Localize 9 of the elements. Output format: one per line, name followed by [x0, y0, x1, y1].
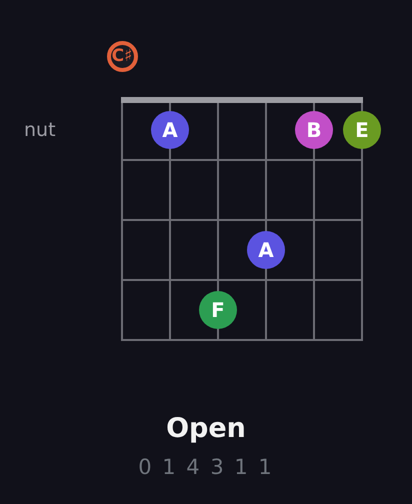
- root-note-ring: C♯: [106, 40, 138, 72]
- note-dot: A: [151, 111, 189, 149]
- note-dot: F: [199, 291, 237, 329]
- fingering-numbers: 0 1 4 3 1 1: [138, 455, 274, 479]
- note-dot: B: [295, 111, 333, 149]
- note-dot: A: [247, 231, 285, 269]
- note-dot: E: [343, 111, 381, 149]
- chord-name: Open: [166, 413, 246, 444]
- nut-label: nut: [24, 119, 56, 141]
